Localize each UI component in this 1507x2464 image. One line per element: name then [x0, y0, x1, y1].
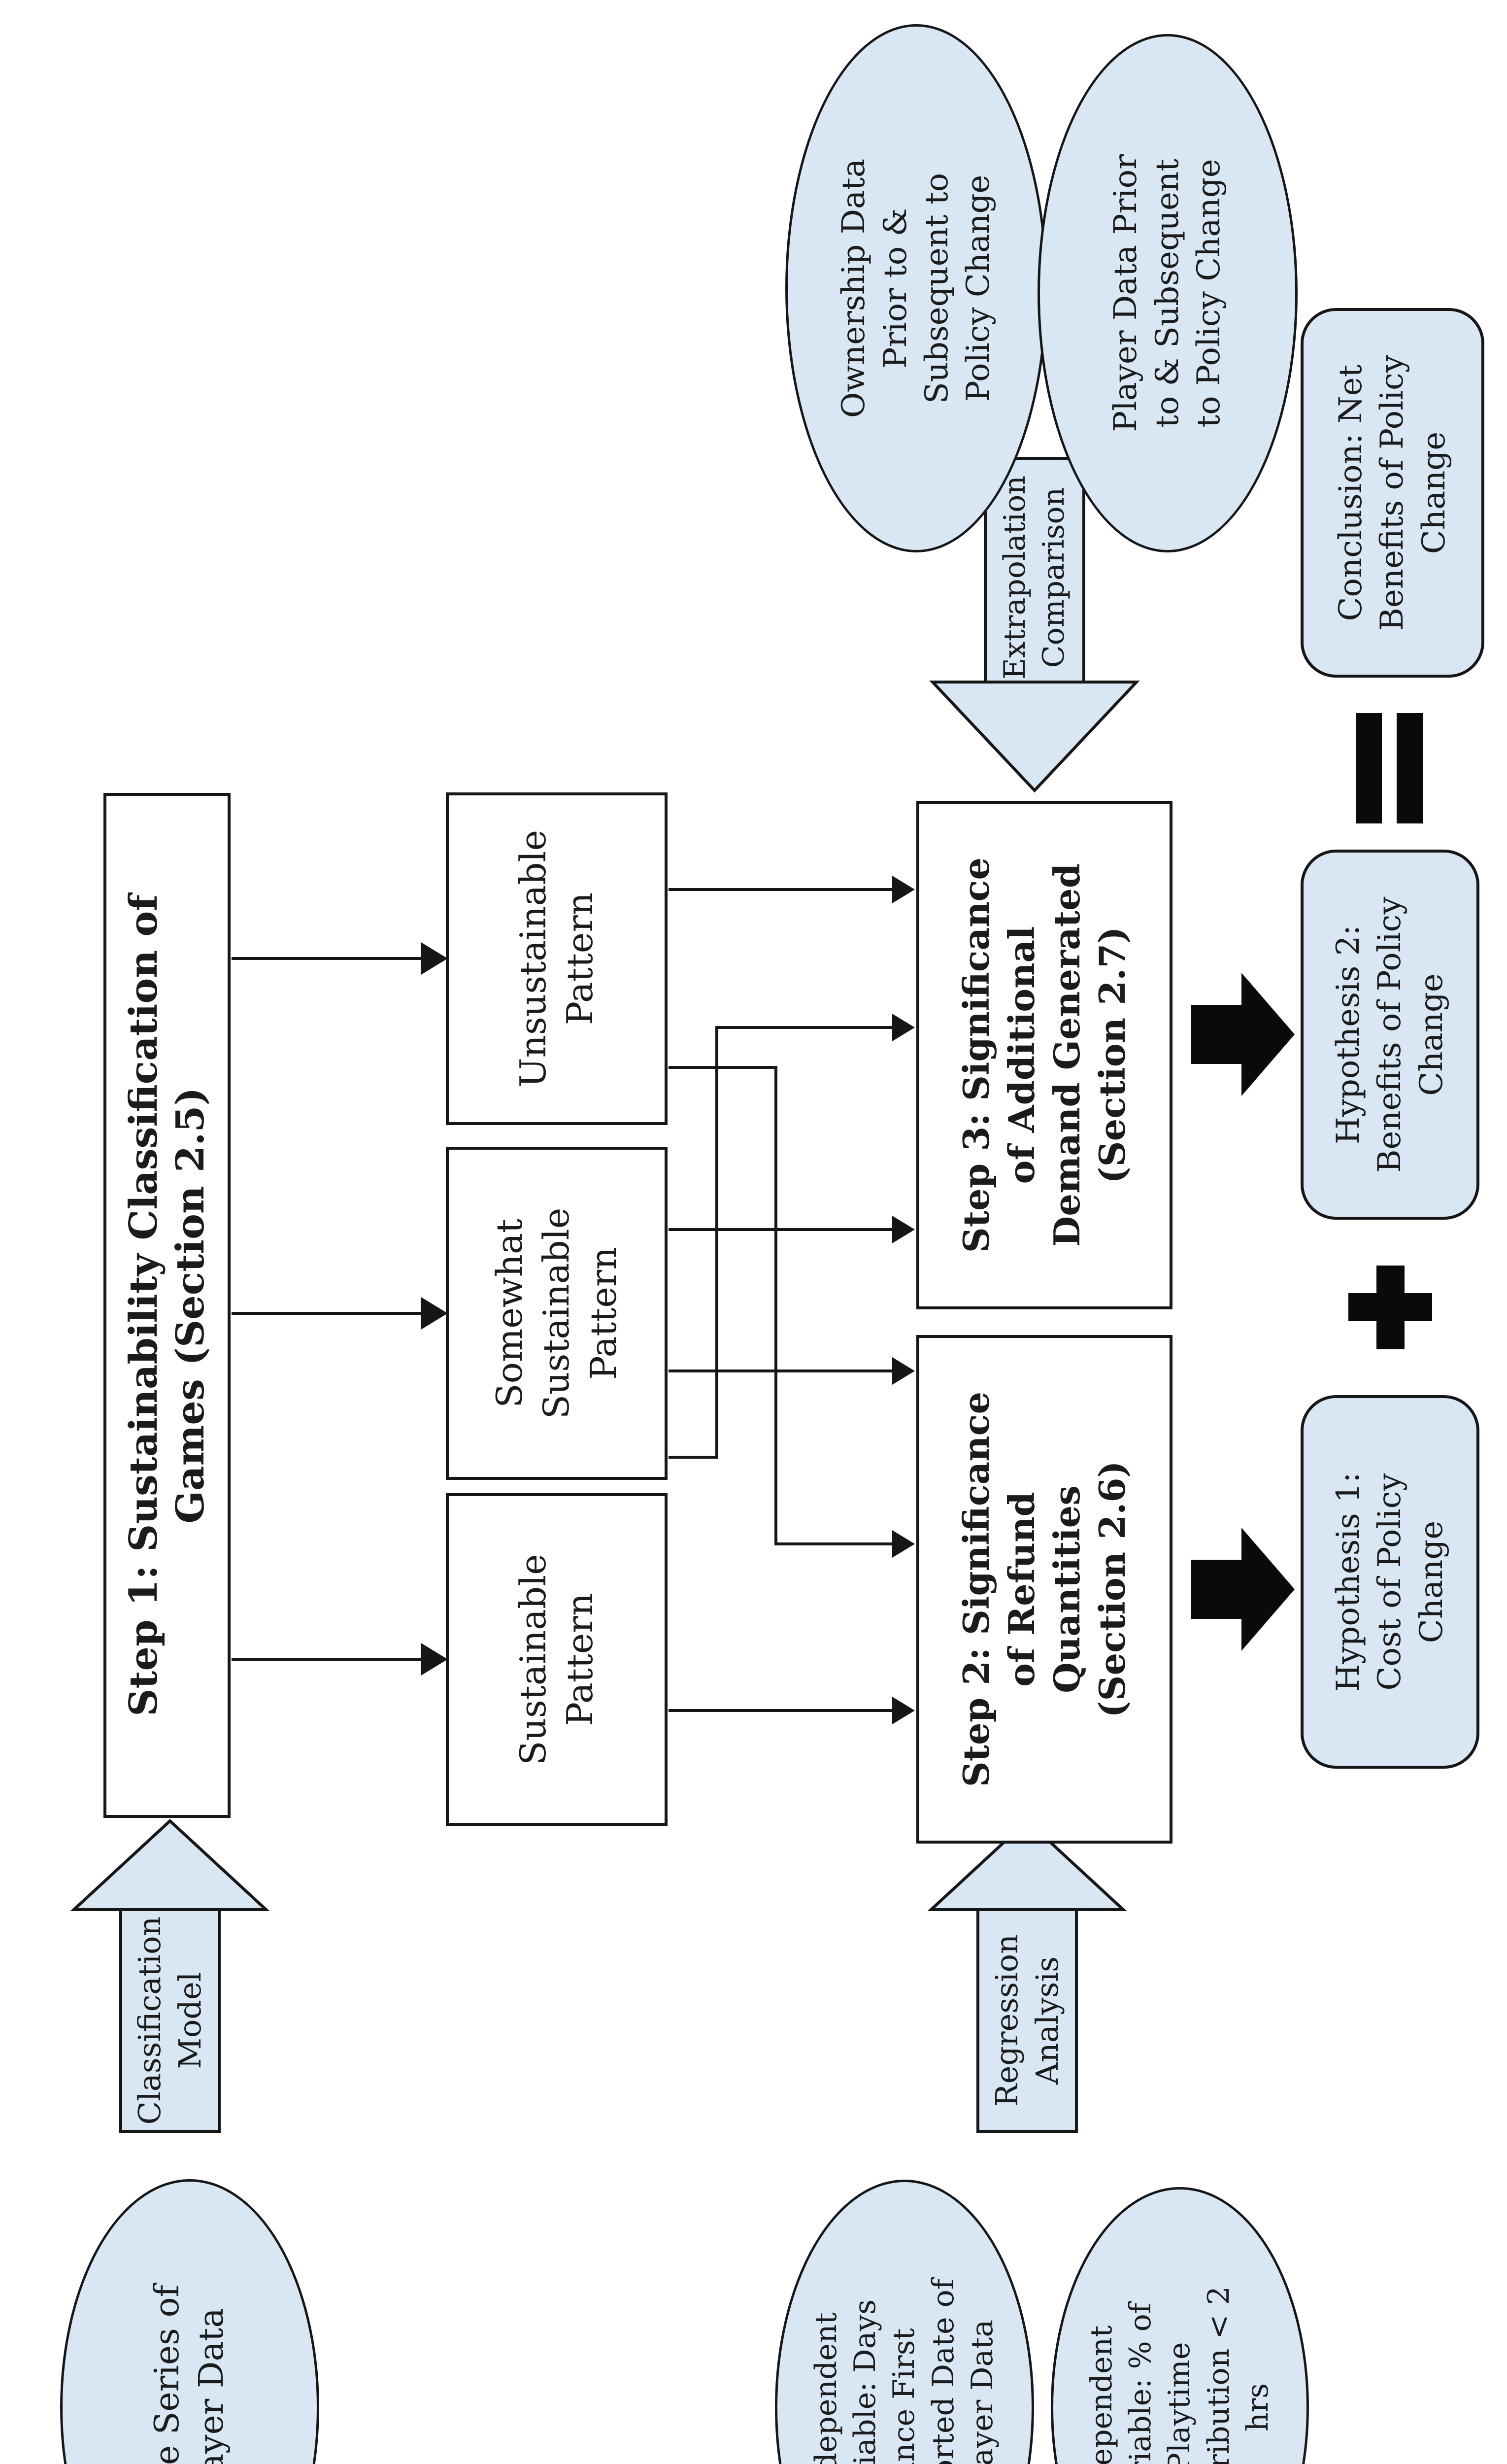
box-label: Step 1: Sustainability Classification of… — [121, 894, 213, 1716]
patterns-to-steps-connectors — [669, 888, 893, 1712]
extrapolation-comparison-arrow-label: Extrapolation Comparison — [980, 458, 1089, 697]
arrowhead-icon — [421, 1297, 448, 1330]
arrowhead-icon — [421, 942, 448, 975]
classification-model-arrow-icon — [70, 1818, 270, 2133]
step2-to-hypothesis1-arrow-icon — [1191, 1528, 1295, 1651]
equals-operator-icon — [1356, 713, 1423, 823]
arrowhead-icon — [892, 1216, 915, 1243]
arrowhead-icon — [892, 876, 915, 903]
extrapolation-comparison-arrow-icon — [929, 457, 1140, 793]
box-label: Hypothesis 1: Cost of Policy Change — [1330, 1472, 1450, 1692]
connector-elbow — [669, 1026, 893, 1459]
box-label: Step 3: Significance of Additional Deman… — [955, 857, 1134, 1253]
arrowhead-icon — [892, 1014, 915, 1041]
box-hypothesis2-benefits: Hypothesis 2: Benefits of Policy Change — [1301, 850, 1479, 1220]
box-sustainable-pattern: Sustainable Pattern — [446, 1493, 668, 1826]
box-step2-refund-quantities: Step 2: Significance of Refund Quantitie… — [916, 1335, 1172, 1844]
patterns-to-steps-arrowheads — [892, 876, 915, 1724]
arrow-label-text: Regression Analysis — [989, 1934, 1065, 2107]
regression-analysis-arrow-icon — [927, 1818, 1127, 2133]
arrow-label-text: Classification Model — [132, 1916, 208, 2125]
arrow-head — [1241, 1528, 1295, 1651]
step3-to-hypothesis2-arrow-icon — [1191, 973, 1295, 1096]
arrow-head — [927, 1818, 1127, 1911]
box-label: Conclusion: Net Benefits of Policy Chang… — [1332, 354, 1452, 631]
step1-to-patterns-connectors — [232, 942, 448, 1676]
ellipse-label: Independent Variable: Days since First R… — [809, 2279, 1000, 2464]
box-step3-additional-demand: Step 3: Significance of Additional Deman… — [916, 801, 1172, 1309]
arrowhead-icon — [892, 1530, 915, 1558]
plus-vertical-bar — [1348, 1293, 1432, 1321]
box-label: Somewhat Sustainable Pattern — [489, 1207, 624, 1419]
arrow-label-text: Extrapolation Comparison — [997, 476, 1071, 680]
regression-analysis-arrow-label: Regression Analysis — [978, 1910, 1076, 2131]
arrow-head — [70, 1818, 270, 1911]
ellipse-label: Dependent Variable: % of Playtime Distri… — [1084, 2286, 1275, 2464]
box-label: Sustainable Pattern — [512, 1554, 601, 1765]
box-somewhat-sustainable-pattern: Somewhat Sustainable Pattern — [446, 1147, 668, 1480]
box-label: Unsustainable Pattern — [512, 829, 601, 1088]
box-hypothesis1-cost: Hypothesis 1: Cost of Policy Change — [1301, 1395, 1479, 1769]
box-label: Step 2: Significance of Refund Quantitie… — [955, 1391, 1134, 1787]
arrow-shaft — [1191, 1560, 1245, 1619]
arrow-head — [929, 681, 1140, 793]
box-step1-sustainability-classification: Step 1: Sustainability Classification of… — [103, 793, 231, 1818]
equals-top-bar — [1356, 713, 1382, 823]
classification-model-arrow-label: Classification Model — [121, 1910, 219, 2131]
plus-operator-icon — [1348, 1266, 1432, 1349]
connector-elbow — [669, 1066, 893, 1545]
arrowhead-icon — [892, 1357, 915, 1385]
ellipse-label: Player Data Prior to & Subsequent to Pol… — [1107, 154, 1228, 432]
box-conclusion-net-benefits: Conclusion: Net Benefits of Policy Chang… — [1301, 308, 1484, 678]
ellipse-label: Ownership Data Prior to & Subsequent to … — [836, 158, 997, 418]
equals-bottom-bar — [1397, 713, 1423, 823]
box-unsustainable-pattern: Unsustainable Pattern — [446, 792, 668, 1125]
arrow-head — [1241, 973, 1295, 1096]
arrowhead-icon — [892, 1697, 915, 1724]
arrow-shaft — [1191, 1005, 1245, 1064]
box-label: Hypothesis 2: Benefits of Policy Change — [1330, 896, 1450, 1173]
arrowhead-icon — [421, 1643, 448, 1676]
ellipse-label: Time Series of Player Data — [148, 2285, 231, 2464]
